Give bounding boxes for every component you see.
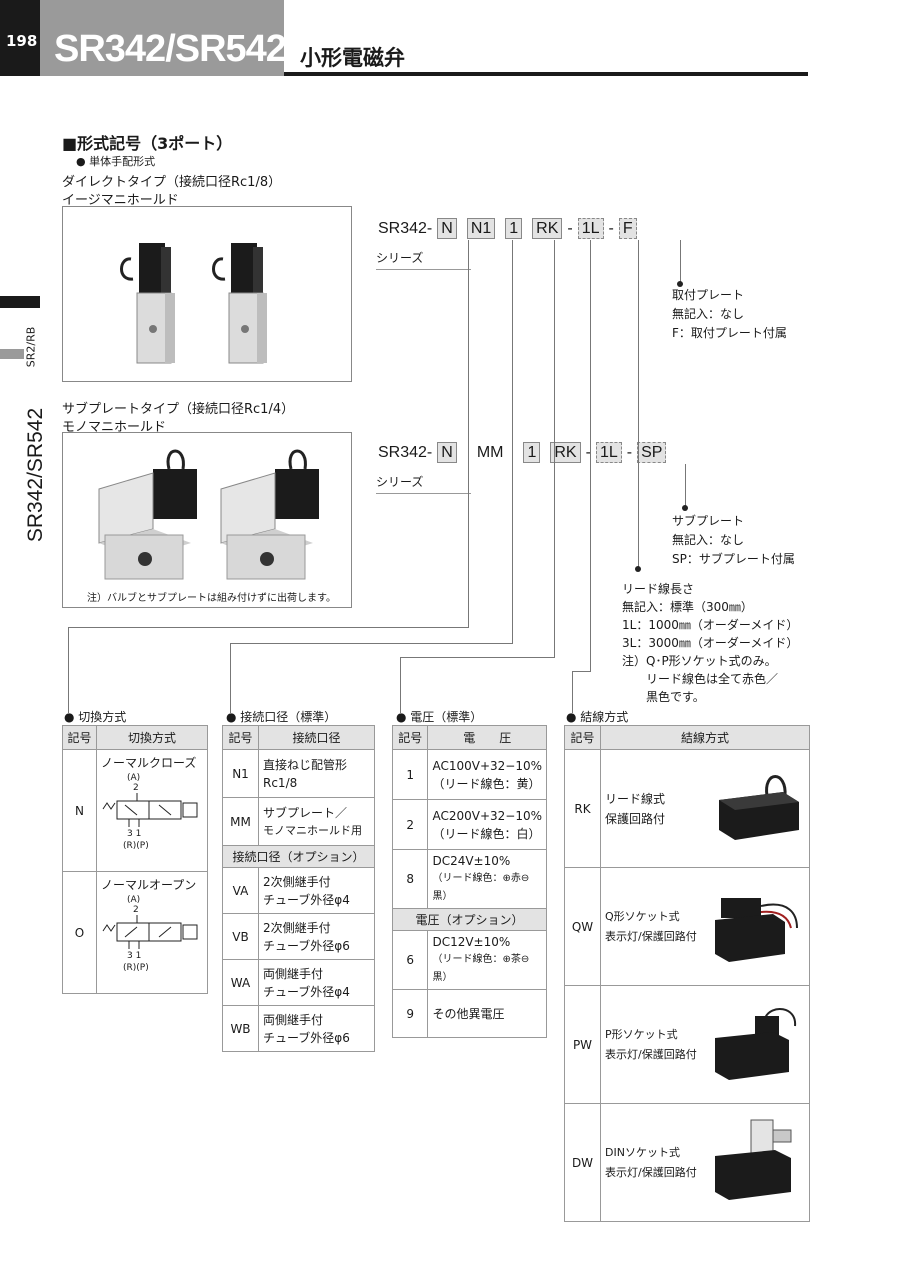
side-tab-bar — [0, 296, 40, 308]
code-wiring: RK — [532, 218, 563, 239]
side-tab-marker — [0, 349, 24, 359]
col-symbol: 記号 — [62, 725, 97, 750]
code-voltage: 1 — [523, 442, 541, 463]
table-row: 6 DC12V±10%（リード線色：⊕茶⊖黒） — [391, 930, 547, 990]
wiring-table: 記号 結線方式 RK リード線式保護回路付 QW Q形ソケット式表示灯/保護回路… — [564, 725, 810, 1222]
section-title: ■形式記号（3ポート） — [62, 134, 233, 153]
table-row: 2 AC200V+32−10%（リード線色：白） — [391, 799, 547, 850]
din-socket-solenoid-image — [715, 1119, 792, 1200]
subplate-photo-box: 注）バルブとサブプレートは組み付けずに出荷します。 — [62, 432, 352, 608]
table-header: 記号 結線方式 — [564, 725, 810, 750]
switching-title: ● 切換方式 — [64, 710, 127, 724]
table-row: DW DINソケット式表示灯/保護回路付 — [564, 1103, 810, 1222]
code-switching: N — [437, 442, 457, 463]
table-header: 記号 電 圧 — [391, 725, 547, 750]
header-rule — [284, 72, 808, 76]
col-switching: 切換方式 — [96, 725, 208, 750]
code-wiring: RK — [550, 442, 581, 463]
table-row: N ノーマルクローズ (A) 2 3 1 (R)(P) — [62, 749, 208, 872]
table-row: RK リード線式保護回路付 — [564, 749, 810, 868]
direct-model-code: SR342- N N1 1 RK - 1L - F — [376, 218, 637, 239]
table-row: 1 AC100V+32−10%（リード線色：黄） — [391, 749, 547, 800]
subplate-dot — [682, 505, 688, 511]
wiring-title: ● 結線方式 — [566, 710, 629, 724]
valve-symbol-no: (A) 2 3 1 (R)(P) — [101, 893, 205, 977]
port-title: ● 接続口径（標準） — [226, 710, 337, 724]
p-socket-solenoid-image — [715, 1008, 797, 1080]
code-lead: 1L — [595, 442, 622, 463]
page-number: 198 — [0, 0, 40, 76]
subplate-valve-image — [98, 449, 319, 580]
direct-valve-image — [120, 243, 267, 364]
direct-type-label: ダイレクトタイプ（接続口径Rc1/8） — [62, 175, 282, 190]
table-subheader: 電圧（オプション） — [392, 908, 547, 931]
subplate-desc: サブプレート 無記入：なし SP：サブプレート付属 — [672, 514, 795, 566]
subplate-model-code: SR342- N MM 1 RK - 1L - SP — [376, 442, 667, 463]
code-lead: 1L — [577, 218, 604, 239]
table-row: PW P形ソケット式表示灯/保護回路付 — [564, 985, 810, 1104]
lead-length-desc: リード線長さ 無記入：標準（300㎜） 1L：1000㎜（オーダーメイド） 3L… — [622, 582, 799, 704]
table-row: WA 両側継手付チューブ外径φ4 — [222, 959, 375, 1006]
code-port: MM — [476, 443, 504, 461]
table-header: 記号 接続口径 — [222, 725, 375, 750]
side-tab-large[interactable]: SR342/SR542 — [24, 407, 47, 543]
subplate-type-label: サブプレートタイプ（接続口径Rc1/4） — [62, 402, 295, 417]
table-row: 8 DC24V±10%（リード線色：⊕赤⊖黒） — [391, 849, 547, 909]
table-row: 9 その他異電圧 — [391, 989, 547, 1038]
direct-manifold-label: イージマニホールド — [62, 193, 179, 208]
table-row: MM サブプレート／モノマニホールド用 — [222, 797, 375, 846]
plate-dot — [677, 281, 683, 287]
voltage-title: ● 電圧（標準） — [396, 710, 483, 724]
direct-series-label: シリーズ — [376, 249, 471, 270]
code-switching: N — [437, 218, 457, 239]
table-subheader: 接続口径（オプション） — [222, 845, 375, 868]
table-row: O ノーマルオープン (A) 2 3 1 (R)(P) — [62, 871, 208, 994]
subplate-note: 注）バルブとサブプレートは組み付けずに出荷します。 — [87, 593, 336, 604]
code-voltage: 1 — [505, 218, 523, 239]
table-row: VB 2次側継手付チューブ外径φ6 — [222, 913, 375, 960]
direct-photo-box — [62, 206, 352, 382]
side-tab-small[interactable]: SR2/RB — [24, 326, 38, 368]
lead-dot — [635, 566, 641, 572]
lead-wire-solenoid-image — [719, 775, 799, 840]
subplate-series-label: シリーズ — [376, 473, 471, 494]
valve-symbol-nc: (A) 2 3 1 (R)(P) — [101, 771, 205, 855]
model-title: SR342/SR542 — [40, 0, 287, 76]
table-header: 記号 切換方式 — [62, 725, 208, 750]
switching-table: 記号 切換方式 N ノーマルクローズ (A) 2 3 — [62, 725, 208, 994]
code-subplate: SP — [637, 442, 667, 463]
table-row: QW Q形ソケット式表示灯/保護回路付 — [564, 867, 810, 986]
code-plate: F — [618, 218, 637, 239]
subplate-manifold-label: モノマニホールド — [62, 420, 167, 435]
q-socket-solenoid-image — [715, 898, 798, 962]
table-row: VA 2次側継手付チューブ外径φ4 — [222, 867, 375, 914]
plate-desc: 取付プレート 無記入：なし F：取付プレート付属 — [672, 288, 787, 340]
voltage-table: 記号 電 圧 1 AC100V+32−10%（リード線色：黄） 2 AC200V… — [391, 725, 547, 1038]
section-bullet: ● 単体手配形式 — [76, 155, 156, 168]
code-port: N1 — [466, 218, 496, 239]
page-title: 小形電磁弁 — [300, 46, 405, 70]
table-row: WB 両側継手付チューブ外径φ6 — [222, 1005, 375, 1052]
